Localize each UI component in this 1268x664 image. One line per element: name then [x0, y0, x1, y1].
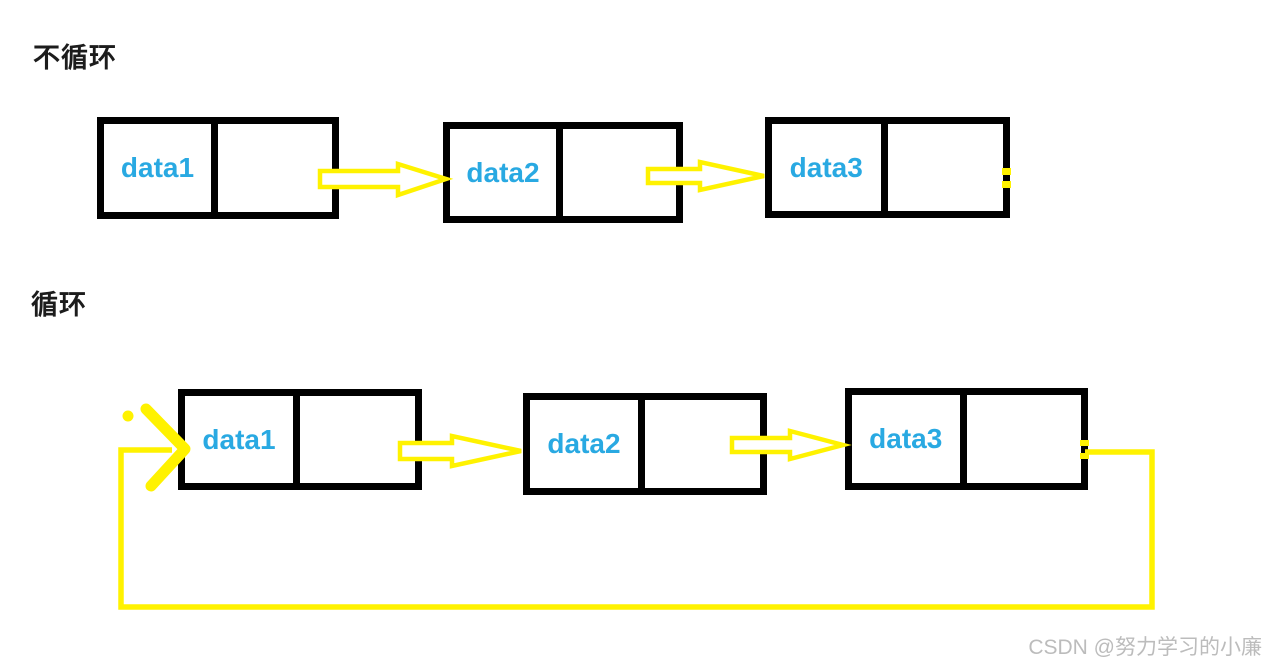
node-next-cell	[300, 396, 415, 483]
node-noncircular-data2: data2	[443, 122, 683, 223]
loop-dot-icon	[122, 410, 134, 422]
node-data-label: data2	[547, 428, 621, 459]
node-circular-data3: data3	[845, 388, 1088, 490]
node-data-label: data1	[202, 423, 276, 455]
node-circular-data1: data1	[178, 389, 422, 490]
node-data-cell: data2	[450, 129, 563, 216]
node-data-cell: data3	[772, 124, 888, 211]
node-data-cell: data2	[530, 400, 645, 488]
node-data-cell: data1	[185, 396, 300, 483]
node-data-label: data3	[789, 151, 863, 183]
node-next-cell	[645, 400, 760, 488]
section-heading-noncircular: 不循环	[33, 43, 117, 73]
csdn-watermark: CSDN @努力学习的小廉	[1028, 636, 1262, 659]
node-data-cell: data3	[852, 395, 967, 483]
node-next-cell	[967, 395, 1082, 483]
node-data-label: data1	[120, 152, 195, 183]
node-next-cell	[218, 124, 332, 212]
node-noncircular-data3: data3	[765, 117, 1010, 218]
section-heading-circular: 循环	[31, 290, 87, 320]
node-data-label: data2	[466, 156, 540, 188]
node-noncircular-data1: data1	[97, 117, 339, 219]
node-circular-data2: data2	[523, 393, 767, 495]
node-data-cell: data1	[104, 124, 218, 212]
node-next-cell	[563, 129, 676, 216]
node-next-cell	[888, 124, 1004, 211]
node-data-label: data3	[869, 423, 943, 454]
